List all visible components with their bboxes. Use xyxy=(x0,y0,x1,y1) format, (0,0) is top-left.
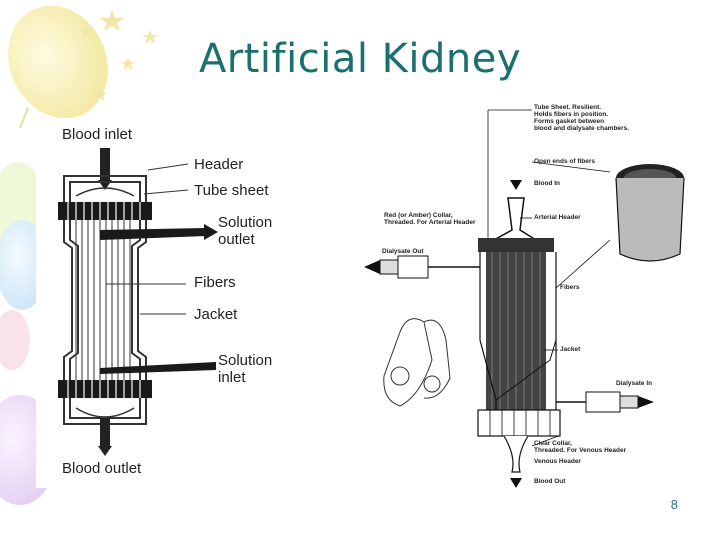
label-dialysate-out: Dialysate Out xyxy=(382,248,424,255)
label-solution-inlet: Solution inlet xyxy=(218,352,273,386)
label-header: Header xyxy=(194,156,244,173)
label-blood-inlet: Blood inlet xyxy=(62,126,133,143)
label-fibers: Fibers xyxy=(560,284,580,291)
slide-title: Artificial Kidney xyxy=(198,36,522,82)
label-blood-outlet: Blood outlet xyxy=(62,460,142,477)
page-number: 8 xyxy=(670,497,678,512)
label-fibers: Fibers xyxy=(194,274,236,291)
label-venous-header: Venous Header xyxy=(534,458,581,465)
label-open-ends: Open ends of fibers xyxy=(534,158,596,165)
label-clear-collar: Clear Collar, Threaded. For Venous Heade… xyxy=(534,440,627,454)
label-tube-sheet: Tube sheet xyxy=(194,182,269,199)
label-jacket: Jacket xyxy=(194,306,238,323)
balloon-blue xyxy=(0,220,48,310)
balloon-pink xyxy=(0,310,30,370)
dialyzer-assembly xyxy=(364,109,685,488)
label-blood-in: Blood In xyxy=(534,180,560,187)
star-decorations xyxy=(80,10,158,101)
label-tube-sheet-note: Tube Sheet. Resilient. Holds fibers in p… xyxy=(534,104,629,132)
left-diagram-panel: Blood inlet Header Tube sheet Solution o… xyxy=(36,118,284,488)
right-diagram-panel: Tube Sheet. Resilient. Holds fibers in p… xyxy=(360,100,690,492)
label-solution-outlet: Solution outlet xyxy=(218,214,273,248)
dialyzer-cross-section xyxy=(58,148,218,456)
label-jacket: Jacket xyxy=(560,346,581,353)
label-arterial-header: Arterial Header xyxy=(534,214,581,221)
hand-illustration xyxy=(383,318,451,407)
label-red-collar: Red (or Amber) Collar, Threaded. For Art… xyxy=(384,212,476,226)
label-blood-out: Blood Out xyxy=(534,478,566,485)
label-dialysate-in: Dialysate In xyxy=(616,380,653,387)
